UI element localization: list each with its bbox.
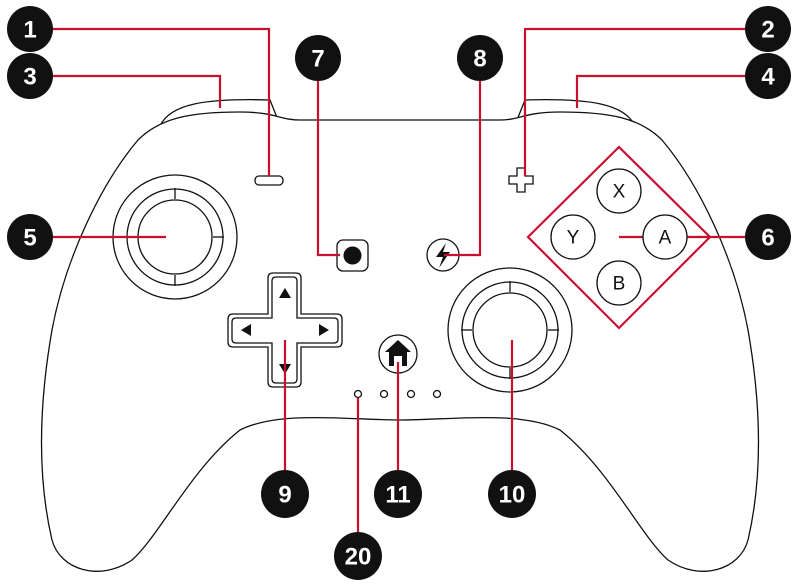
leader-line-4 bbox=[577, 76, 745, 108]
callout-1-label: 1 bbox=[23, 17, 36, 44]
callout-10-label: 10 bbox=[499, 482, 526, 509]
callout-5-label: 5 bbox=[23, 225, 36, 252]
callout-6: 6 bbox=[745, 214, 791, 260]
record-icon bbox=[344, 247, 362, 265]
face-button-b-label: B bbox=[613, 274, 626, 295]
callout-3: 3 bbox=[7, 53, 53, 99]
callout-10: 10 bbox=[488, 470, 536, 518]
callout-20-label: 20 bbox=[345, 544, 372, 571]
callout-4-label: 4 bbox=[761, 64, 775, 91]
callout-11: 11 bbox=[374, 470, 422, 518]
callout-1: 1 bbox=[7, 6, 53, 52]
callout-7: 7 bbox=[295, 35, 341, 81]
led-indicator-icon bbox=[408, 391, 415, 398]
led-indicator-icon bbox=[434, 391, 441, 398]
face-button-a-label: A bbox=[659, 228, 672, 249]
face-button-a: A bbox=[643, 215, 687, 259]
face-button-y-label: Y bbox=[567, 228, 580, 249]
callout-3-label: 3 bbox=[23, 64, 36, 91]
callout-20: 20 bbox=[334, 532, 382, 580]
callout-6-label: 6 bbox=[761, 225, 774, 252]
capture-button bbox=[337, 240, 368, 271]
minus-icon bbox=[255, 176, 283, 185]
callout-2: 2 bbox=[745, 6, 791, 52]
face-button-b: B bbox=[597, 261, 641, 305]
callout-9-label: 9 bbox=[278, 482, 291, 509]
led-indicator-icon bbox=[355, 391, 362, 398]
face-button-x: X bbox=[597, 169, 641, 213]
callout-9: 9 bbox=[261, 470, 309, 518]
callout-8: 8 bbox=[457, 35, 503, 81]
callout-11-label: 11 bbox=[385, 482, 410, 509]
callout-8-label: 8 bbox=[473, 46, 486, 73]
face-button-y: Y bbox=[551, 215, 595, 259]
face-button-x-label: X bbox=[613, 182, 626, 203]
callout-7-label: 7 bbox=[311, 46, 324, 73]
callout-4: 4 bbox=[745, 53, 791, 99]
led-indicator-icon bbox=[381, 391, 388, 398]
callout-2-label: 2 bbox=[761, 17, 774, 44]
leader-line-3 bbox=[53, 76, 220, 108]
callout-5: 5 bbox=[7, 214, 53, 260]
